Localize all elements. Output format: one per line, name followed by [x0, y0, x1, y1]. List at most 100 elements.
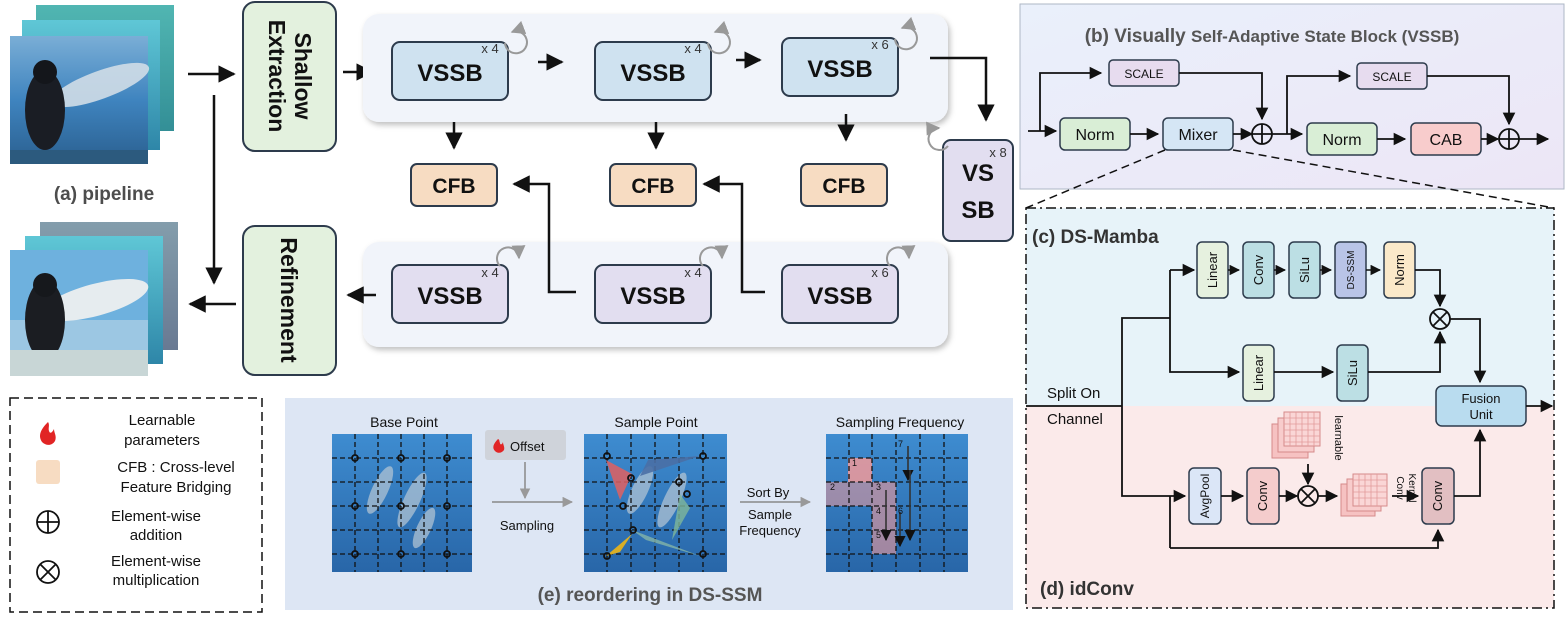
cfb-3: CFB	[800, 163, 888, 207]
vssb-top-1: VSSB x 4	[391, 20, 528, 101]
avgpool-box: AvgPool	[1188, 467, 1222, 525]
svg-text:Mixer: Mixer	[1178, 127, 1218, 144]
shallow-label-1: Shallow	[290, 33, 316, 120]
shallow-label-2: Extraction	[264, 20, 290, 132]
vssb-bottom-1: VSSB x 4	[391, 245, 526, 324]
flame-icon	[493, 439, 505, 453]
svg-text:SB: SB	[961, 197, 994, 224]
svg-text:VSSB: VSSB	[807, 283, 872, 310]
svg-text:Linear: Linear	[1205, 251, 1220, 288]
repeat-label: x 4	[684, 41, 701, 56]
arrow-top-to-middle	[930, 56, 995, 122]
order-label-4: 4	[876, 506, 881, 516]
fusion-unit-box: Fusion Unit	[1435, 385, 1527, 427]
sample-point-title: Sample Point	[614, 414, 697, 430]
cab-box: CAB	[1410, 122, 1482, 156]
vssb-block-title: (b) Visually Self-Adaptive State Block (…	[1085, 26, 1460, 47]
repeat-label: x 4	[684, 265, 701, 280]
add-icon	[36, 510, 60, 534]
arrow	[1170, 528, 1445, 549]
zoom-line-right	[1232, 149, 1555, 209]
vssb-top-2: VSSB x 4	[594, 20, 731, 101]
conv-box-d2: Conv	[1421, 467, 1455, 525]
svg-text:VSSB: VSSB	[620, 283, 685, 310]
vssb-skip-1	[1039, 66, 1103, 131]
kernel-label-2: Kernel	[1406, 474, 1417, 503]
scale-1-arrow	[1179, 72, 1269, 121]
legend-mul-1: Element-wise	[111, 553, 201, 570]
base-point-grid	[332, 434, 472, 572]
pipeline-caption: (a) pipeline	[54, 184, 154, 205]
sample-point-grid	[584, 434, 727, 572]
vssb-bottom-3: VSSB x 6	[781, 245, 916, 324]
add-icon	[1498, 128, 1520, 150]
norm-box-2: Norm	[1306, 122, 1378, 156]
mixer-box: Mixer	[1162, 117, 1234, 151]
arrow	[1169, 318, 1241, 379]
line	[1121, 317, 1170, 406]
arrow	[1454, 428, 1487, 497]
sort-label-3: Frequency	[739, 523, 801, 538]
refinement-label: Refinement	[276, 237, 302, 363]
legend-box	[9, 397, 263, 613]
idconv-title: (d) idConv	[1040, 579, 1134, 600]
sampling-frequency-title: Sampling Frequency	[836, 414, 964, 430]
svg-text:VSSB: VSSB	[417, 283, 482, 310]
kernel-label-1: Conv	[1394, 476, 1405, 499]
linear-box-1: Linear	[1196, 241, 1229, 299]
order-label-1: 1	[852, 458, 857, 468]
svg-text:Conv: Conv	[1251, 254, 1266, 285]
scale-2-arrow	[1427, 75, 1516, 126]
svg-text:AvgPool: AvgPool	[1198, 474, 1212, 518]
svg-text:SCALE: SCALE	[1372, 70, 1411, 84]
loop-icon	[707, 20, 731, 55]
svg-text:Conv: Conv	[1255, 480, 1270, 511]
offset-box: Offset	[485, 430, 566, 460]
scale-box-2: SCALE	[1356, 62, 1428, 90]
svg-text:SCALE: SCALE	[1124, 67, 1163, 81]
add-icon	[1251, 123, 1273, 145]
sampling-label: Sampling	[500, 518, 554, 533]
svg-text:Fusion: Fusion	[1461, 391, 1500, 406]
split-label-1: Split On	[1047, 385, 1100, 402]
multiply-icon	[36, 560, 60, 584]
reorder-caption: (e) reordering in DS-SSM	[538, 585, 763, 606]
legend-add-1: Element-wise	[111, 508, 201, 525]
norm-box-1: Norm	[1059, 117, 1131, 151]
repeat-label: x 4	[481, 41, 498, 56]
arrow-cfb-link-1	[512, 175, 576, 294]
loop-icon	[926, 121, 949, 151]
svg-text:Norm: Norm	[1322, 132, 1361, 149]
arrow-cfb-link-2	[702, 175, 765, 294]
legend-cfb-2: Feature Bridging	[121, 479, 232, 496]
svg-text:VSSB: VSSB	[807, 56, 872, 83]
svg-text:CAB: CAB	[1430, 132, 1463, 149]
order-label-7: 7	[898, 439, 903, 449]
legend-learnable-2: parameters	[124, 432, 200, 449]
vssb-skip-2	[1286, 69, 1352, 134]
arrow	[1450, 318, 1487, 384]
sort-label-1: Sort By	[747, 485, 790, 500]
legend-mul-2: multiplication	[113, 572, 200, 589]
svg-text:CFB: CFB	[822, 175, 865, 198]
order-label-3: 3	[876, 482, 881, 492]
dsmamba-frame	[1025, 207, 1555, 609]
cfb-1: CFB	[410, 163, 498, 207]
vssb-block-panel	[1019, 3, 1565, 190]
linear-box-2: Linear	[1242, 344, 1275, 402]
repeat-label: x 8	[989, 145, 1006, 160]
learnable-kernel-stack	[1271, 411, 1321, 459]
refinement-box	[242, 225, 337, 376]
conv-box-d1: Conv	[1246, 467, 1280, 525]
order-label-5: 5	[876, 530, 881, 540]
cfb-2: CFB	[609, 163, 697, 207]
conv-kernel-stack	[1340, 473, 1388, 517]
legend-add-2: addition	[130, 527, 183, 544]
silu-box-1: SiLu	[1288, 241, 1321, 299]
repeat-label: x 6	[871, 265, 888, 280]
loop-icon	[886, 245, 916, 267]
svg-text:VSSB: VSSB	[417, 60, 482, 87]
vssb-bottom-2: VSSB x 4	[594, 245, 729, 324]
